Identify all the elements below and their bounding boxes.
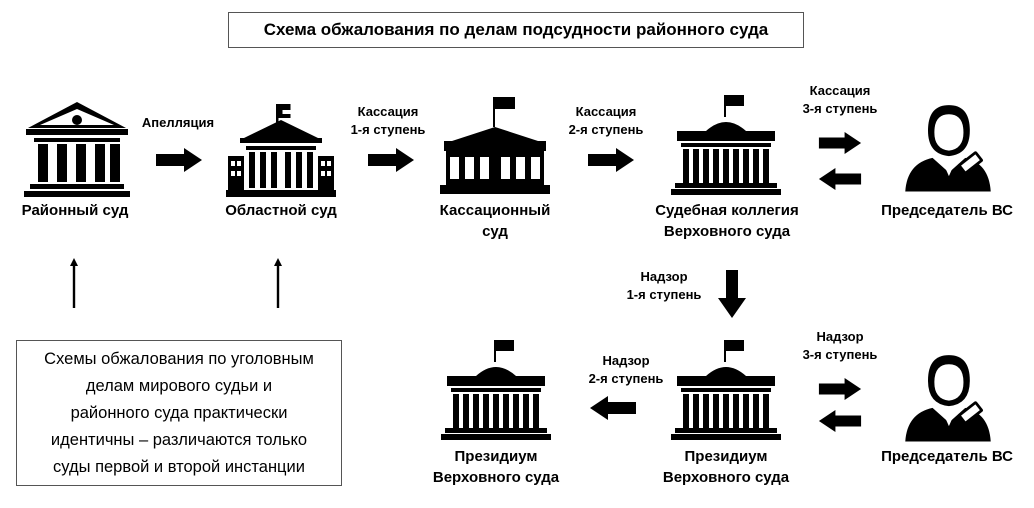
supreme-court-icon	[670, 95, 782, 195]
right-arrow-icon	[156, 148, 202, 172]
regional-court-label: Областной суд	[225, 202, 337, 219]
supervision3-label: Надзор 3-я ступень	[802, 329, 878, 362]
district-court-label: Районный суд	[21, 202, 129, 219]
supervision1-label: Надзор 1-я ступень	[626, 269, 702, 302]
supervision2-label: Надзор 2-я ступень	[588, 353, 664, 386]
cassation-court-label: Кассационный суд	[439, 202, 551, 240]
appeal-label: Апелляция	[141, 115, 215, 130]
presidium-center-label: Президиум Верховного суда	[662, 448, 790, 486]
up-arrow-icon	[274, 258, 282, 308]
cassation2-label: Кассация 2-я ступень	[568, 104, 644, 137]
regional-court-icon	[226, 98, 336, 198]
cassation3-label: Кассация 3-я ступень	[802, 83, 878, 116]
chairman-top-label: Председатель ВС	[881, 202, 1013, 219]
cassation1-label: Кассация 1-я ступень	[350, 104, 426, 137]
chairman-bottom-label: Председатель ВС	[881, 448, 1013, 465]
presidium-left-icon	[440, 340, 552, 440]
left-arrow-icon	[590, 396, 636, 420]
diagram-title: Схема обжалования по делам подсудности р…	[228, 12, 804, 48]
down-arrow-icon	[718, 270, 746, 318]
up-arrow-icon	[70, 258, 78, 308]
left-arrow-icon	[818, 168, 862, 190]
judge-icon	[898, 350, 998, 444]
judge-icon	[898, 100, 998, 194]
right-arrow-icon	[588, 148, 634, 172]
cassation-court-icon	[440, 95, 550, 195]
presidium-left-label: Президиум Верховного суда	[432, 448, 560, 486]
judicial-board-label: Судебная коллегия Верховного суда	[655, 202, 799, 240]
right-arrow-icon	[818, 378, 862, 400]
left-arrow-icon	[818, 410, 862, 432]
note-box: Схемы обжалования по уголовным делам мир…	[16, 340, 342, 486]
district-court-icon	[22, 98, 132, 198]
presidium-center-icon	[670, 340, 782, 440]
right-arrow-icon	[818, 132, 862, 154]
right-arrow-icon	[368, 148, 414, 172]
